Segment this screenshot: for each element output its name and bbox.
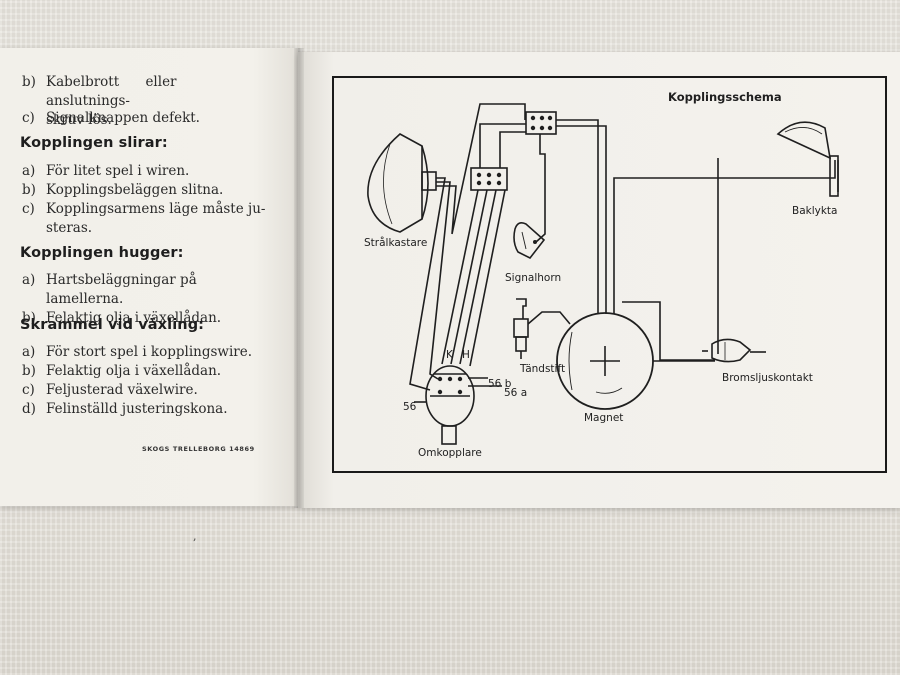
- left-page: [0, 48, 298, 506]
- item-text-line2: steras.: [46, 220, 93, 236]
- horn-icon: [513, 222, 546, 260]
- list-item: a) Hartsbeläggningar på lamellerna.: [22, 272, 197, 307]
- label-baklykta: Baklykta: [792, 205, 837, 217]
- diagram-title: Kopplingsschema: [668, 90, 782, 104]
- list-item: d) Felinställd justeringskona.: [22, 401, 228, 417]
- headlight-icon: [367, 133, 437, 233]
- label-56: 56: [403, 401, 417, 413]
- section-heading-kopplingen-hugger: Kopplingen hugger:: [20, 245, 184, 261]
- label-omkopplare: Omkopplare: [418, 447, 482, 459]
- book-gutter: [294, 48, 304, 508]
- label-56a: 56 a: [504, 387, 527, 399]
- label-h: H: [462, 349, 470, 361]
- list-item: b) Felaktig olja i växellådan.: [22, 310, 222, 326]
- item-text-line1: Kopplingsarmens läge måste ju-: [46, 201, 266, 217]
- switch-icon: [425, 365, 475, 445]
- label-tandstift: Tändstift: [519, 363, 565, 375]
- continued-item-b: b) Kabelbrott eller anslutnings- skruv l…: [22, 74, 177, 128]
- list-item: c) Kopplingsarmens läge måste ju- steras…: [22, 201, 266, 236]
- list-item: b) Kopplingsbeläggen slitna.: [22, 182, 224, 198]
- label-magnet: Magnet: [584, 412, 623, 424]
- label-56b: 56 b: [488, 378, 512, 390]
- item-text-line1: Kabelbrott eller anslutnings-: [46, 74, 177, 109]
- label-stralkastare: Strålkastare: [364, 236, 427, 249]
- label-bromsljuskontakt: Bromsljuskontakt: [722, 372, 813, 384]
- list-item: a) För litet spel i wiren.: [22, 163, 190, 179]
- list-item: a) För stort spel i kopplingswire.: [22, 344, 253, 360]
- tail-lamp-icon: [776, 121, 839, 197]
- magnet-icon: [556, 312, 654, 410]
- item-text-line2: skruv lös.: [46, 112, 112, 128]
- connector-block-middle: [470, 167, 508, 191]
- section-heading-skrammel-vid-vaxling: Skrammel vid växling:: [20, 317, 205, 333]
- section-list-slirar: a) För litet spel i wiren. b) Kopplingsb…: [22, 162, 267, 238]
- continued-item-c: c) Signalknappen defekt.: [22, 110, 200, 126]
- section-list-hugger: a) Hartsbeläggningar på lamellerna. b) F…: [22, 271, 272, 328]
- printer-imprint: SKOGS TRELLEBORG 14869: [142, 445, 255, 453]
- list-item: b) Felaktig olja i växellådan.: [22, 363, 222, 379]
- connector-block-upper: [525, 111, 557, 135]
- wiring-diagram: Kopplingsschema: [332, 76, 887, 473]
- label-signalhorn: Signalhorn: [505, 272, 561, 284]
- label-k: K: [446, 349, 454, 361]
- diagram-frame: [332, 76, 887, 473]
- spark-plug-icon: [513, 298, 571, 359]
- stray-mark: ,: [193, 530, 197, 543]
- section-heading-kopplingen-slirar: Kopplingen slirar:: [20, 135, 168, 151]
- section-list-skrammel: a) För stort spel i kopplingswire. b) Fe…: [22, 343, 272, 419]
- brake-switch-icon: [702, 338, 766, 363]
- list-item: c) Feljusterad växelwire.: [22, 382, 198, 398]
